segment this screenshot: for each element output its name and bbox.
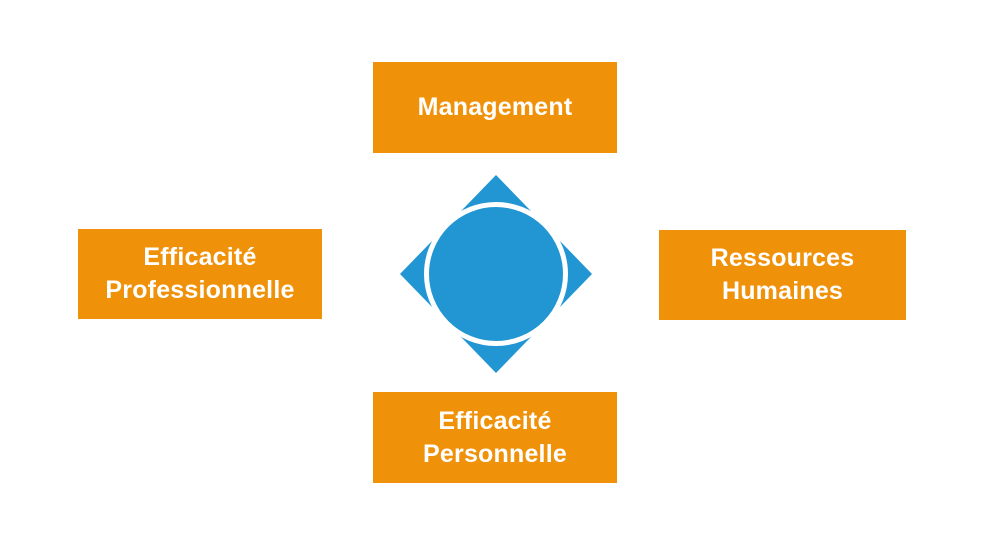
circle-shape bbox=[429, 207, 563, 341]
diagram-box-ressources-humaines[interactable]: Ressources Humaines bbox=[659, 230, 906, 320]
diagram-box-efficacite-personnelle[interactable]: Efficacité Personnelle bbox=[373, 392, 617, 483]
diagram-box-ressources-humaines-label: Ressources Humaines bbox=[710, 244, 855, 305]
diagram-box-efficacite-professionnelle[interactable]: Efficacité Professionnelle bbox=[78, 229, 322, 319]
center-emblem bbox=[396, 171, 596, 377]
diagram-box-efficacite-personnelle-label: Efficacité Personnelle bbox=[423, 406, 567, 468]
diamond-circle-icon bbox=[400, 175, 592, 373]
diagram-box-efficacite-professionnelle-label: Efficacité Professionnelle bbox=[105, 243, 295, 304]
diagram-box-management-label: Management bbox=[417, 93, 573, 121]
diagram-box-management[interactable]: Management bbox=[373, 62, 617, 153]
ring-gap bbox=[424, 202, 568, 346]
